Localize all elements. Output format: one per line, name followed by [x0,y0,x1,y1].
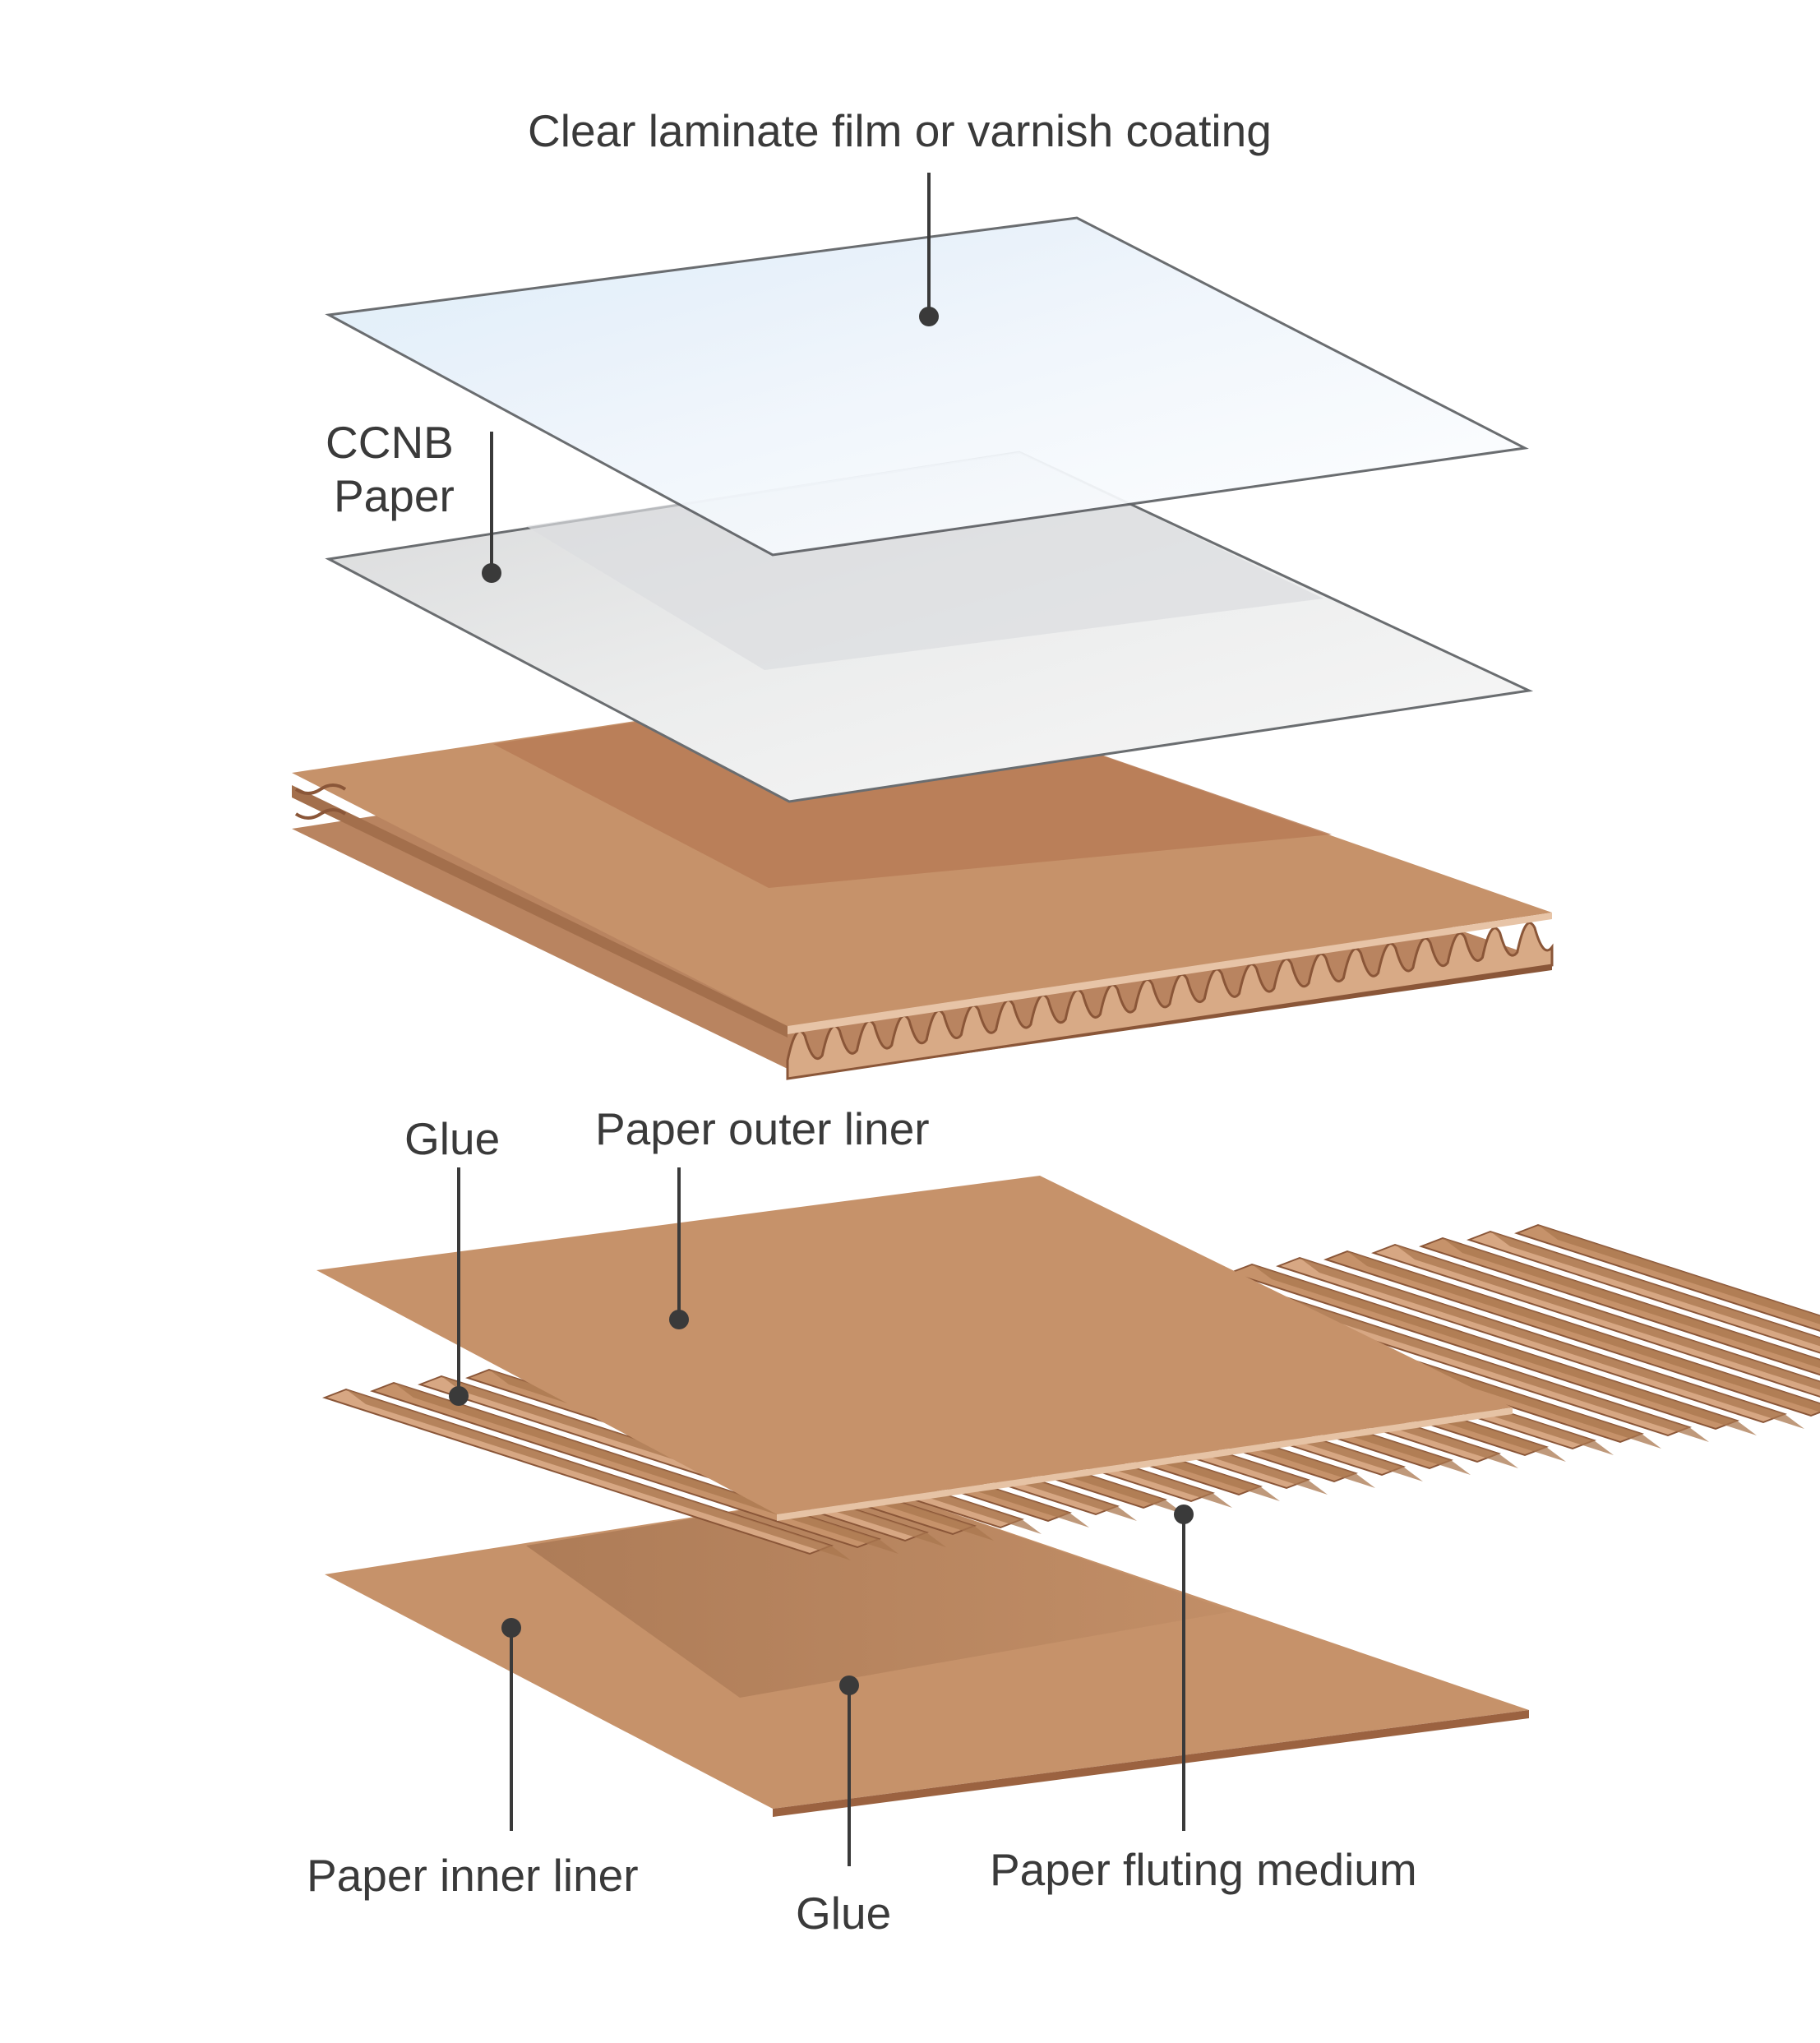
flute-ridge [1466,1230,1820,1354]
assembled-board-top-liner-edge [788,913,1552,1034]
label-inner-liner: Paper inner liner [307,1850,639,1901]
assembled-board-left-edge [292,785,788,1038]
label-ccnb-line2: Paper [334,470,455,521]
label-fluting: Paper fluting medium [990,1844,1417,1895]
dot-fluting [1174,1505,1194,1524]
assembled-board-flutes [786,922,1554,1080]
label-clear-film: Clear laminate film or varnish coating [528,105,1272,156]
clear-laminate-film-sheet [325,216,1529,557]
label-outer-liner: Paper outer liner [595,1103,930,1154]
flute-ridge-shade [1300,1258,1804,1429]
flute-ridge [1370,1243,1820,1398]
dot-inner-liner [501,1618,521,1638]
label-glue-bottom: Glue [796,1888,892,1939]
paper-outer-liner-edge [777,1407,1513,1521]
dot-clear-film [919,307,939,326]
paper-inner-liner-edge [773,1710,1529,1817]
dot-glue-top [449,1386,469,1406]
paper-inner-liner-shadow [526,1488,1233,1698]
label-ccnb-line1: CCNB [326,417,454,468]
label-glue-top: Glue [404,1113,501,1164]
leader-lines [449,173,1194,1866]
flute-ridge-shade [1443,1238,1820,1369]
flute-ridge [1418,1236,1820,1376]
flute-ridge-shade [1395,1245,1820,1390]
flute-ridge-shade [1252,1264,1757,1435]
assembled-board-left-waves [294,783,347,820]
flute-ridge-shade [346,1389,851,1560]
flute-ridge-shade [1538,1225,1820,1324]
paper-outer-liner-sheet [316,1176,1513,1514]
flute-ridge-shade [1490,1232,1820,1347]
dot-ccnb [482,563,501,583]
dot-outer-liner [669,1310,689,1329]
flute-ridge-shade [1204,1271,1709,1442]
dot-glue-bottom [839,1676,859,1695]
flute-ridge [1513,1223,1820,1332]
flute-ridge-shade [1347,1251,1820,1412]
